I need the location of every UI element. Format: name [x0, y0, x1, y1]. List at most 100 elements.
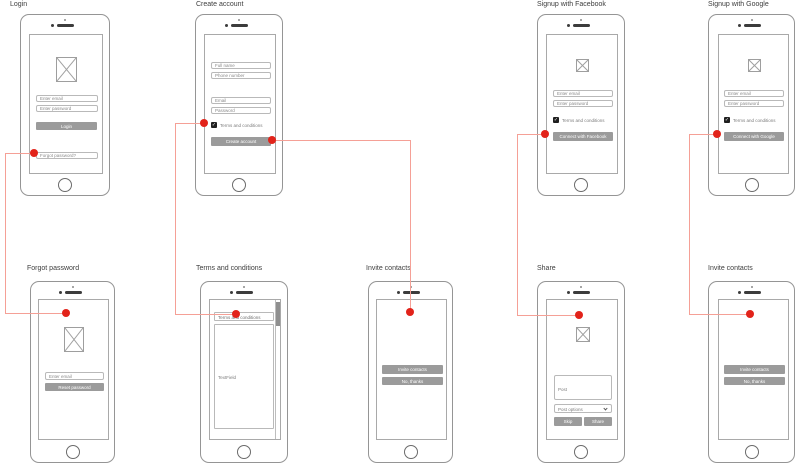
speaker-icon — [573, 24, 590, 27]
login-button[interactable]: Login — [36, 122, 97, 130]
camera-icon — [225, 24, 228, 27]
flow-dot-create-button — [268, 136, 276, 144]
image-placeholder-icon — [576, 327, 590, 342]
sensor-dot-icon — [750, 286, 753, 288]
no-thanks-button[interactable]: No, thanks — [724, 377, 785, 385]
flow-dot-invite-screen-1 — [406, 308, 414, 316]
terms-textfield[interactable]: TextField — [214, 324, 274, 429]
phone-share: Post Post options Skip Share — [537, 281, 625, 463]
invite-contacts-button[interactable]: Invite contacts — [724, 365, 785, 374]
home-button — [403, 445, 418, 459]
camera-icon — [58, 291, 62, 294]
scrollbar-thumb[interactable] — [276, 302, 280, 326]
camera-icon — [396, 291, 400, 294]
share-screen: Post Post options Skip Share — [546, 299, 618, 440]
terms-header-text: Terms and conditions — [218, 315, 261, 320]
terms-checkbox-label[interactable]: Terms and conditions — [562, 118, 605, 123]
terms-header-field[interactable]: Terms and conditions — [214, 312, 274, 321]
sensor-dot-icon — [238, 19, 240, 21]
post-options-label: Post options — [558, 407, 583, 412]
flow-line — [5, 153, 34, 154]
terms-checkbox-label[interactable]: Terms and conditions — [220, 123, 263, 128]
terms-checkbox[interactable]: ✓ — [724, 117, 730, 123]
invite-contacts-screen-2: Invite contacts No, thanks — [718, 299, 789, 440]
flow-dot-terms-screen — [232, 310, 240, 318]
flow-dot-login-forgot — [30, 149, 38, 157]
phone-login: Enter email Enter password Login Forgot … — [20, 14, 110, 196]
signup-google-screen: Enter email Enter password ✓ Terms and c… — [718, 34, 789, 174]
email-field[interactable]: Enter email — [45, 372, 104, 380]
screen-title-login: Login — [10, 1, 28, 8]
camera-icon — [737, 291, 741, 294]
forgot-password-link[interactable]: Forgot password? — [36, 152, 98, 159]
email-field[interactable]: Enter email — [36, 95, 98, 102]
reset-password-button[interactable]: Reset password — [45, 383, 104, 391]
flow-dot-forgot-screen — [62, 309, 70, 317]
image-placeholder-icon — [748, 59, 761, 72]
sensor-dot-icon — [71, 286, 74, 288]
flow-line — [272, 140, 410, 141]
home-button — [232, 178, 246, 192]
terms-textfield-label: TextField — [218, 375, 237, 380]
flow-dot-facebook-button — [541, 130, 549, 138]
password-field[interactable]: Enter password — [553, 100, 613, 107]
camera-icon — [567, 24, 570, 27]
screen-title-share: Share — [537, 265, 556, 272]
flow-line — [175, 314, 236, 315]
password-field[interactable]: Enter password — [724, 100, 784, 107]
invite-contacts-button[interactable]: Invite contacts — [382, 365, 443, 374]
home-button — [744, 445, 759, 459]
share-button[interactable]: Share — [584, 417, 612, 426]
screen-title-signup-google: Signup with Google — [708, 1, 769, 8]
create-account-screen: Full name Phone number Email Password ✓ … — [204, 34, 276, 174]
sensor-dot-icon — [750, 19, 753, 21]
home-button — [237, 445, 251, 459]
camera-icon — [567, 291, 570, 294]
screen-title-signup-facebook: Signup with Facebook — [537, 1, 606, 8]
skip-button[interactable]: Skip — [554, 417, 582, 426]
password-field[interactable]: Password — [211, 107, 271, 114]
post-textarea[interactable]: Post — [554, 375, 612, 400]
phone-number-field[interactable]: Phone number — [211, 72, 271, 79]
connect-google-button[interactable]: Connect with Google — [724, 132, 784, 141]
email-field[interactable]: Enter email — [553, 90, 613, 97]
speaker-icon — [743, 24, 761, 27]
no-thanks-button[interactable]: No, thanks — [382, 377, 443, 385]
sensor-dot-icon — [580, 286, 582, 288]
phone-terms: Terms and conditions TextField — [200, 281, 288, 463]
flow-line — [517, 134, 546, 135]
check-icon: ✓ — [553, 117, 559, 123]
flow-line — [517, 315, 579, 316]
login-screen: Enter email Enter password Login Forgot … — [29, 34, 103, 174]
screen-title-create-account: Create account — [196, 1, 244, 8]
speaker-icon — [402, 291, 420, 294]
phone-invite-contacts-2: Invite contacts No, thanks — [708, 281, 795, 463]
camera-icon — [737, 24, 741, 27]
speaker-icon — [236, 291, 253, 294]
full-name-field[interactable]: Full name — [211, 62, 271, 69]
signup-facebook-screen: Enter email Enter password ✓ Terms and c… — [546, 34, 618, 174]
invite-contacts-screen-1: Invite contacts No, thanks — [376, 299, 447, 440]
flow-dot-invite-screen-2 — [746, 310, 754, 318]
email-field[interactable]: Email — [211, 97, 271, 104]
flow-line — [175, 123, 176, 314]
terms-screen: Terms and conditions TextField — [209, 299, 281, 440]
create-account-button[interactable]: Create account — [211, 137, 271, 146]
terms-checkbox[interactable]: ✓ — [211, 122, 217, 128]
check-icon: ✓ — [211, 122, 217, 128]
flow-line — [5, 153, 6, 313]
post-options-select[interactable]: Post options — [554, 404, 612, 413]
flow-line — [517, 134, 518, 315]
email-field[interactable]: Enter email — [724, 90, 784, 97]
connect-facebook-button[interactable]: Connect with Facebook — [553, 132, 613, 141]
scrollbar-track[interactable] — [275, 300, 280, 439]
flow-dot-share-screen — [575, 311, 583, 319]
home-button — [574, 445, 588, 459]
password-field[interactable]: Enter password — [36, 105, 98, 112]
post-textarea-label: Post — [558, 387, 568, 392]
screen-title-terms: Terms and conditions — [196, 265, 263, 272]
terms-checkbox-label[interactable]: Terms and conditions — [733, 118, 776, 123]
terms-checkbox[interactable]: ✓ — [553, 117, 559, 123]
screen-title-invite-contacts-1: Invite contacts — [366, 265, 411, 272]
